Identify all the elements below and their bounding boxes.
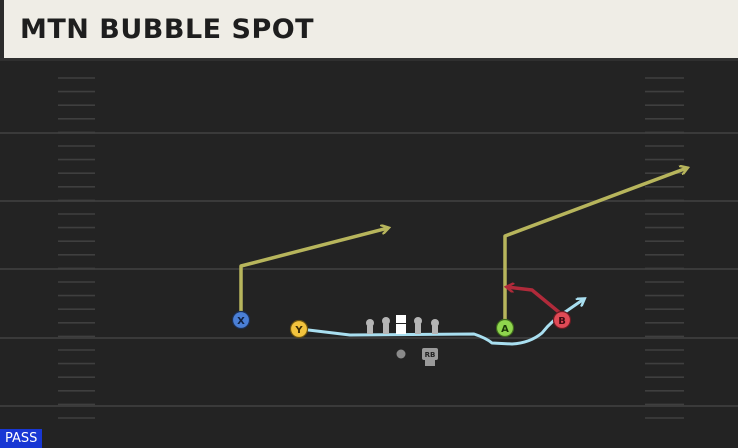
- play-title: MTN BUBBLE SPOT: [20, 14, 315, 45]
- hash-marks-left: [58, 77, 95, 419]
- route-b-spot: [507, 287, 562, 315]
- route-x-post: [239, 228, 388, 318]
- player-b-label: B: [558, 316, 566, 327]
- lineman-4: [414, 317, 422, 334]
- player-x[interactable]: X: [231, 310, 251, 330]
- running-back: RB: [422, 348, 438, 366]
- hash-marks-right: [645, 77, 684, 419]
- player-b[interactable]: B: [552, 310, 572, 330]
- rb-label: RB: [425, 351, 436, 359]
- player-x-label: X: [237, 316, 245, 327]
- player-a[interactable]: A: [495, 318, 515, 338]
- title-accent-bar: [0, 0, 4, 58]
- yard-lines: [0, 132, 738, 407]
- play-title-bar: MTN BUBBLE SPOT: [0, 0, 738, 61]
- route-a-post: [503, 168, 687, 326]
- lineman-5: [431, 319, 439, 334]
- play-type-badge: PASS: [0, 429, 43, 448]
- football-field: [0, 61, 738, 448]
- center: [396, 315, 406, 334]
- player-y-label: Y: [294, 325, 303, 336]
- offensive-line: [366, 315, 439, 334]
- routes: [239, 168, 687, 346]
- quarterback: [396, 349, 406, 359]
- lineman-2: [382, 317, 390, 334]
- player-y[interactable]: Y: [289, 319, 309, 339]
- lineman-1: [366, 319, 374, 334]
- player-a-label: A: [501, 324, 509, 335]
